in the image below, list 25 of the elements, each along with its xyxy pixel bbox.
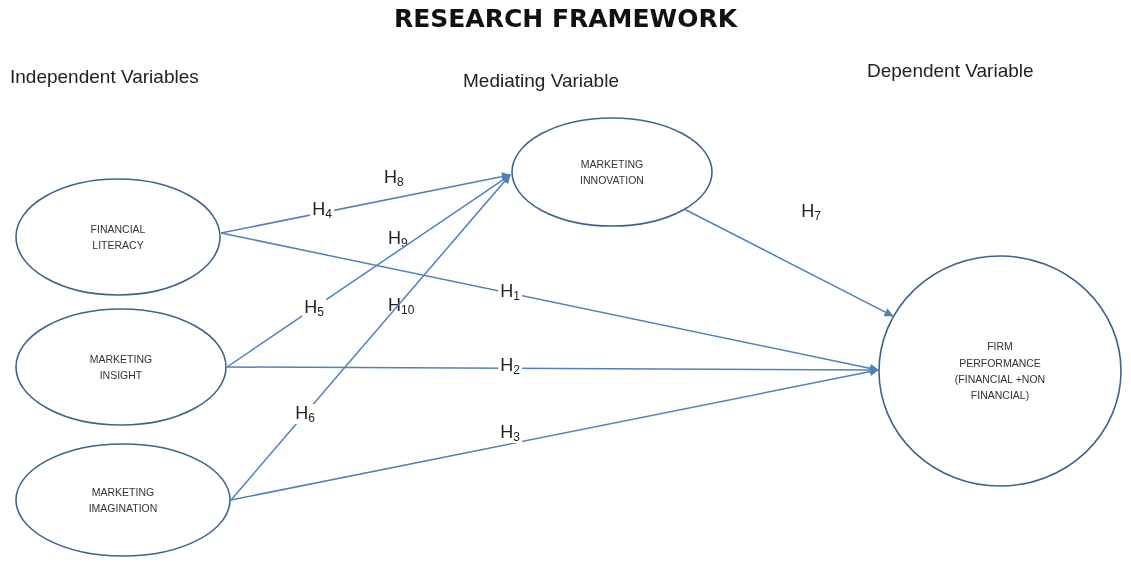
ellipse-node — [15, 443, 231, 557]
hypothesis-label: H$_{9}$ — [388, 229, 408, 249]
edge-label: H$_{4}$ — [310, 200, 334, 220]
hypothesis-label: H$_{10}$ — [388, 296, 415, 316]
edge-label: H$_{1}$ — [498, 282, 522, 302]
arrow — [226, 174, 511, 368]
arrow — [220, 172, 511, 234]
hypothesis-label: H$_{8}$ — [384, 168, 404, 188]
ellipse-node — [511, 117, 713, 227]
diagram-title: RESEARCH FRAMEWORK — [393, 4, 738, 33]
arrow — [230, 174, 511, 501]
edge-label: H$_{5}$ — [302, 298, 326, 318]
edge-label: H$_{6}$ — [293, 404, 317, 424]
arrow — [220, 232, 879, 373]
ellipse-node — [15, 178, 221, 296]
column-heading: Independent Variables — [10, 66, 199, 88]
column-heading: Dependent Variable — [867, 60, 1034, 82]
edge-label: H$_{7}$ — [799, 202, 823, 222]
ellipse-node — [878, 255, 1122, 487]
arrow — [230, 367, 879, 501]
ellipse-node — [15, 308, 227, 426]
column-heading: Mediating Variable — [463, 70, 619, 92]
edge-label: H$_{2}$ — [498, 356, 522, 376]
edge-label: H$_{3}$ — [498, 423, 522, 443]
arrow — [684, 208, 894, 317]
